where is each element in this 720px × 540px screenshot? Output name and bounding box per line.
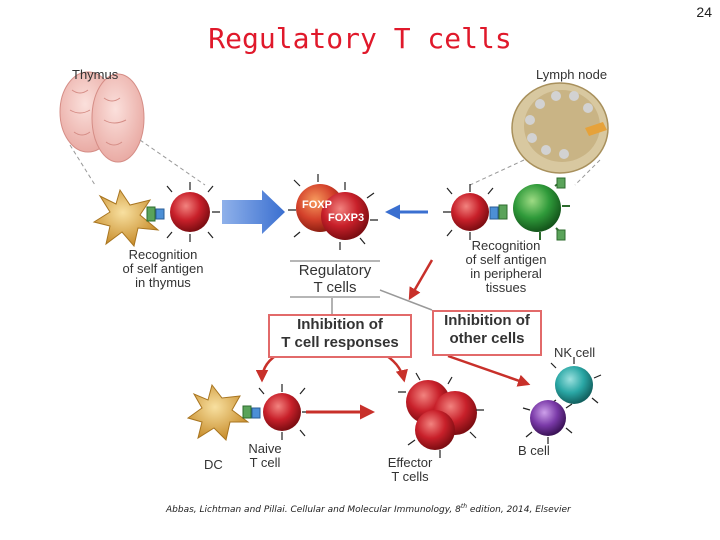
b-cell-label: B cell (518, 443, 550, 458)
apc-mhc-top-icon (556, 177, 566, 189)
inhibition-other-box: Inhibition of other cells (432, 310, 542, 356)
mhc-tcr-complex-right-icon (489, 204, 508, 220)
naive-t-cell-icon (263, 393, 301, 431)
peripheral-t-cell-icon (451, 193, 489, 231)
page-title: Regulatory T cells (208, 22, 512, 55)
lymph-connector-right (574, 159, 601, 186)
connector-treg-to-inhibition-other (379, 289, 433, 311)
thymus-connector-right (139, 139, 206, 186)
inhibition-t-cell-box: Inhibition of T cell responses (268, 314, 412, 358)
naive-t-cell-label: Naive T cell (248, 441, 282, 470)
page-number: 24 (696, 4, 712, 20)
peripheral-t-cell-receptors (443, 184, 494, 240)
lymph-node-label: Lymph node (536, 67, 608, 82)
foxp3-label-back: FOXP (302, 199, 332, 211)
b-cell-receptors (522, 403, 573, 444)
thymus-connector-left (69, 144, 96, 186)
dendritic-cell-icon (186, 383, 250, 441)
effector-t-cells-label: Effector T cells (387, 455, 433, 484)
b-cell-icon (530, 400, 566, 436)
recognition-peripheral-label: Recognition of self antigen in periphera… (465, 238, 547, 295)
thymus-label: Thymus (72, 67, 119, 82)
thymic-t-cell-icon (170, 192, 210, 232)
arrow-apc-to-box (408, 259, 434, 301)
thymic-t-cell-receptors (166, 182, 220, 242)
mhc-tcr-complex-left-icon (146, 206, 165, 222)
arrow-inhibit-nk-b (447, 354, 531, 387)
peripheral-apc-cell-icon (513, 184, 561, 232)
nk-cell-receptors (549, 357, 602, 405)
apc-mhc-bottom-icon (556, 229, 566, 241)
treg-cluster-icon (288, 174, 378, 250)
lymph-node-icon (511, 82, 609, 174)
thymus-organ-icon (59, 71, 145, 163)
mhc-tcr-complex-bottom-icon (242, 405, 261, 419)
citation: Abbas, Lichtman and Pillai. Cellular and… (166, 503, 571, 515)
lymph-connector-left (469, 159, 525, 186)
thymic-epithelial-cell-icon (92, 188, 160, 248)
recognition-thymus-label: Recognition of self antigen in thymus (122, 247, 204, 290)
nk-cell-label: NK cell (554, 345, 596, 360)
regulatory-t-cells-label: Regulatory T cells (290, 260, 380, 298)
effector-t-cells-icon (398, 372, 484, 458)
foxp3-label-front: FOXP3 (328, 212, 364, 224)
dc-label: DC (204, 457, 223, 472)
arrow-thymus-to-treg (222, 190, 285, 234)
nk-cell-icon (555, 366, 593, 404)
